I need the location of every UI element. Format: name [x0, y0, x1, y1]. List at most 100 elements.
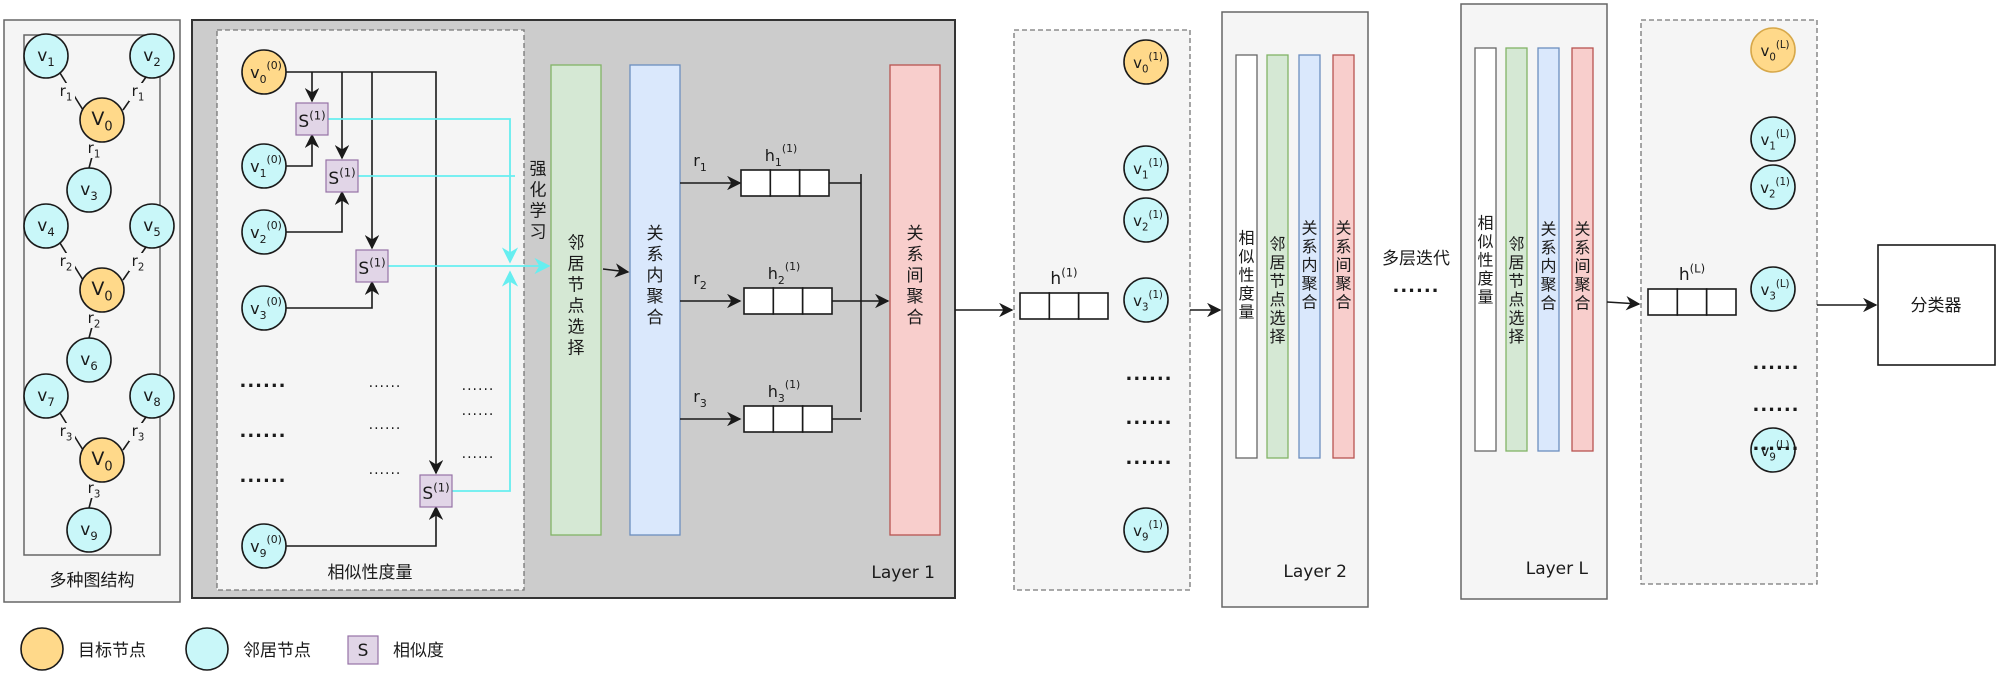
neighbor-node[interactable]: v1(L)	[1750, 116, 1796, 162]
svg-text:系: 系	[1301, 237, 1317, 256]
neighbor-node[interactable]: v3(1)	[1123, 277, 1169, 323]
svg-text:聚: 聚	[647, 287, 664, 307]
classifier-box[interactable]: 分类器	[1877, 244, 1996, 366]
neighbor-node[interactable]: v3(L)	[1750, 266, 1796, 312]
neighbor-node[interactable]: v5	[129, 203, 175, 249]
arrow-select-to-intra	[602, 263, 630, 278]
neighbor-node[interactable]: v9(L)	[1750, 427, 1796, 473]
inter-aggregate-bar[interactable]	[889, 64, 941, 536]
node-label: v3(0)	[250, 295, 282, 322]
target-node[interactable]: v0(1)	[1123, 39, 1169, 85]
neighbor-node[interactable]: v1(1)	[1123, 145, 1169, 191]
target-node[interactable]: V0	[79, 437, 125, 483]
ellipsis: ......	[462, 403, 495, 419]
hidden-label: h(1)	[1050, 265, 1077, 289]
target-node[interactable]: v0(0)	[241, 49, 287, 95]
embedding-label: h3(1)	[768, 378, 800, 405]
legend: 目标节点 邻居节点 S 相似度	[20, 627, 444, 671]
svg-text:度: 度	[1477, 269, 1493, 288]
svg-text:合: 合	[1301, 293, 1317, 312]
similarity-label: S(1)	[422, 480, 449, 504]
ellipsis: ......	[1752, 353, 1799, 374]
neighbor-select-bar[interactable]	[550, 64, 602, 536]
neighbor-node[interactable]: v2(1)	[1123, 197, 1169, 243]
svg-text:择: 择	[1269, 327, 1285, 346]
neighbor-node[interactable]: v4	[23, 203, 69, 249]
neighbor-node[interactable]: v2(0)	[241, 209, 287, 255]
connector	[286, 190, 350, 233]
connector	[286, 280, 380, 309]
neighbor-node-circle	[241, 523, 287, 569]
relation-label: r1	[60, 82, 73, 104]
relation-label: r1	[132, 82, 145, 104]
neighbor-node[interactable]: v3(0)	[241, 285, 287, 331]
neighbor-node[interactable]: v9(1)	[1123, 507, 1169, 553]
svg-text:系: 系	[1574, 238, 1590, 257]
svg-text:学: 学	[530, 201, 547, 221]
similarity-bar-label: 相似性度量	[1477, 214, 1493, 307]
node-label: v9(1)	[1133, 520, 1163, 544]
node-label: V0	[91, 448, 112, 475]
neighbor-node[interactable]: v8	[129, 373, 175, 419]
intra-aggregate-bar[interactable]	[629, 64, 681, 536]
ellipsis: ......	[369, 417, 402, 433]
svg-text:内: 内	[1301, 256, 1317, 275]
relation-label: r1	[693, 151, 707, 174]
neighbor-node[interactable]: v1	[23, 33, 69, 79]
neighbor-node[interactable]: v3	[66, 167, 112, 213]
similarity-box[interactable]: S(1)	[295, 102, 329, 136]
vector-cell	[1077, 292, 1109, 320]
similarity-bar[interactable]: 相似性度量	[1474, 47, 1497, 452]
neighbor-node[interactable]: v9	[66, 507, 112, 553]
neighbor-node[interactable]: v7	[23, 373, 69, 419]
ellipsis: ......	[1125, 364, 1172, 385]
ellipsis: ......	[1125, 408, 1172, 429]
neighbor-node-circle	[1750, 427, 1796, 473]
svg-text:选: 选	[568, 317, 585, 337]
similarity-box[interactable]: S(1)	[325, 159, 359, 193]
svg-text:间: 间	[1335, 256, 1351, 275]
node-label: v0(1)	[1133, 52, 1163, 76]
target-node[interactable]: v0(L)	[1750, 27, 1796, 73]
vector-cell	[801, 287, 833, 315]
neighbor-node-circle	[1750, 116, 1796, 162]
neighbor-node-circle	[66, 167, 112, 213]
svg-text:居: 居	[1269, 253, 1285, 272]
svg-text:邻: 邻	[1269, 234, 1285, 253]
svg-text:节: 节	[568, 275, 585, 295]
neighbor-node[interactable]: v6	[66, 337, 112, 383]
neighbor-node[interactable]: v2(1)	[1750, 164, 1796, 210]
ellipsis: ......	[1125, 448, 1172, 469]
target-node-circle	[79, 267, 125, 313]
node-label: v6	[80, 350, 97, 373]
similarity-bar[interactable]: 相似性度量	[1235, 54, 1258, 459]
iteration-ellipsis: ......	[1392, 276, 1439, 297]
neighbor-node[interactable]: v1(0)	[241, 143, 287, 189]
svg-text:系: 系	[647, 245, 664, 265]
target-node-circle	[79, 97, 125, 143]
svg-text:居: 居	[1508, 253, 1524, 272]
vector-cell	[1647, 288, 1679, 316]
layerL-label: Layer L	[1526, 559, 1589, 579]
neighbor-node[interactable]: v9(0)	[241, 523, 287, 569]
vector-cell	[1048, 292, 1080, 320]
similarity-box[interactable]: S(1)	[355, 249, 389, 283]
neighbor-node-circle	[1123, 145, 1169, 191]
neighbor-node-circle	[66, 507, 112, 553]
target-node[interactable]: V0	[79, 97, 125, 143]
similarity-box[interactable]: S(1)	[419, 474, 453, 508]
target-node[interactable]: V0	[79, 267, 125, 313]
neighbor-node[interactable]: v2	[129, 33, 175, 79]
